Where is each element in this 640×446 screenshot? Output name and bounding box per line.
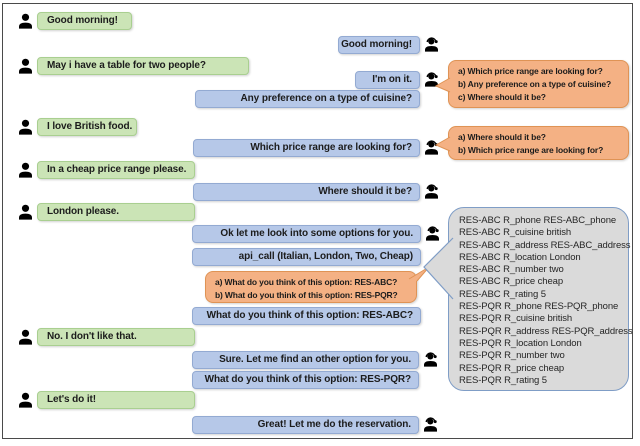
kb-record-line: RES-PQR R_address RES-PQR_address [459, 325, 633, 337]
agent-headset-icon [424, 139, 439, 155]
suggestion-bubble: a) Where should it be? b) Which price ran… [448, 126, 629, 160]
person-icon [18, 329, 33, 345]
suggestion-option: c) Where should it be? [458, 92, 546, 102]
kb-record-line: RES-ABC R_address RES-ABC_address [459, 239, 631, 251]
agent-headset-icon [423, 416, 438, 432]
person-icon [18, 119, 33, 135]
suggestion-bubble: a) What do you think of this option: RES… [205, 271, 417, 303]
kb-record-line: RES-ABC R_rating 5 [459, 288, 546, 300]
kb-record-line: RES-PQR R_phone RES-PQR_phone [459, 301, 619, 313]
suggestion-option: a) What do you think of this option: RES… [215, 277, 398, 287]
agent-headset-icon [424, 183, 439, 199]
kb-record-line: RES-ABC R_cuisine british [459, 227, 572, 239]
person-icon [18, 13, 33, 29]
agent-message-bubble: api_call (Italian, London, Two, Cheap) [192, 248, 421, 266]
kb-record-line: RES-PQR R_cuisine british [459, 313, 573, 325]
agent-message-bubble: Ok let me look into some options for you… [192, 225, 421, 243]
suggestion-option: b) What do you think of this option: RES… [215, 290, 398, 300]
suggestion-bubble: a) Which price range are looking for? b) … [448, 60, 629, 108]
agent-message-bubble: Good morning! [338, 36, 420, 54]
user-message-bubble: Let's do it! [37, 391, 195, 409]
user-message-bubble: Good morning! [37, 12, 132, 30]
agent-headset-icon [423, 351, 438, 367]
user-message-bubble: May i have a table for two people? [37, 57, 249, 75]
agent-message-bubble: Any preference on a type of cuisine? [195, 90, 420, 108]
person-icon [18, 204, 33, 220]
agent-message-bubble: Sure. Let me find an other option for yo… [192, 351, 419, 369]
agent-message-bubble: Where should it be? [193, 183, 420, 201]
kb-record-line: RES-PQR R_number two [459, 350, 565, 362]
agent-headset-icon [424, 71, 439, 87]
kb-record-line: RES-ABC R_number two [459, 264, 564, 276]
suggestion-option: a) Where should it be? [458, 132, 546, 142]
person-icon [18, 162, 33, 178]
agent-message-bubble: What do you think of this option: RES-PQ… [192, 371, 419, 389]
kb-record-line: RES-PQR R_rating 5 [459, 374, 547, 386]
kb-record-line: RES-ABC R_price cheap [459, 276, 564, 288]
agent-message-bubble: What do you think of this option: RES-AB… [192, 307, 421, 325]
agent-headset-icon [424, 36, 439, 52]
kb-record-line: RES-PQR R_location London [459, 337, 582, 349]
person-icon [18, 58, 33, 74]
kb-record-line: RES-ABC R_phone RES-ABC_phone [459, 215, 617, 226]
user-message-bubble: I love British food. [37, 118, 137, 136]
user-message-bubble: London please. [37, 203, 195, 221]
suggestion-option: b) Any preference on a type of cuisine? [458, 79, 612, 89]
agent-message-bubble: Which price range are looking for? [193, 139, 420, 157]
suggestion-option: a) Which price range are looking for? [458, 66, 603, 76]
kb-record-line: RES-ABC R_location London [459, 251, 581, 263]
user-message-bubble: In a cheap price range please. [37, 161, 195, 179]
agent-message-bubble: I'm on it. [355, 71, 420, 89]
agent-message-bubble: Great! Let me do the reservation. [192, 416, 419, 434]
user-message-bubble: No. I don't like that. [37, 328, 195, 346]
kb-record-line: RES-PQR R_price cheap [459, 362, 565, 374]
person-icon [18, 392, 33, 408]
suggestion-option: b) Which price range are looking for? [458, 145, 604, 155]
agent-headset-icon [425, 225, 440, 241]
